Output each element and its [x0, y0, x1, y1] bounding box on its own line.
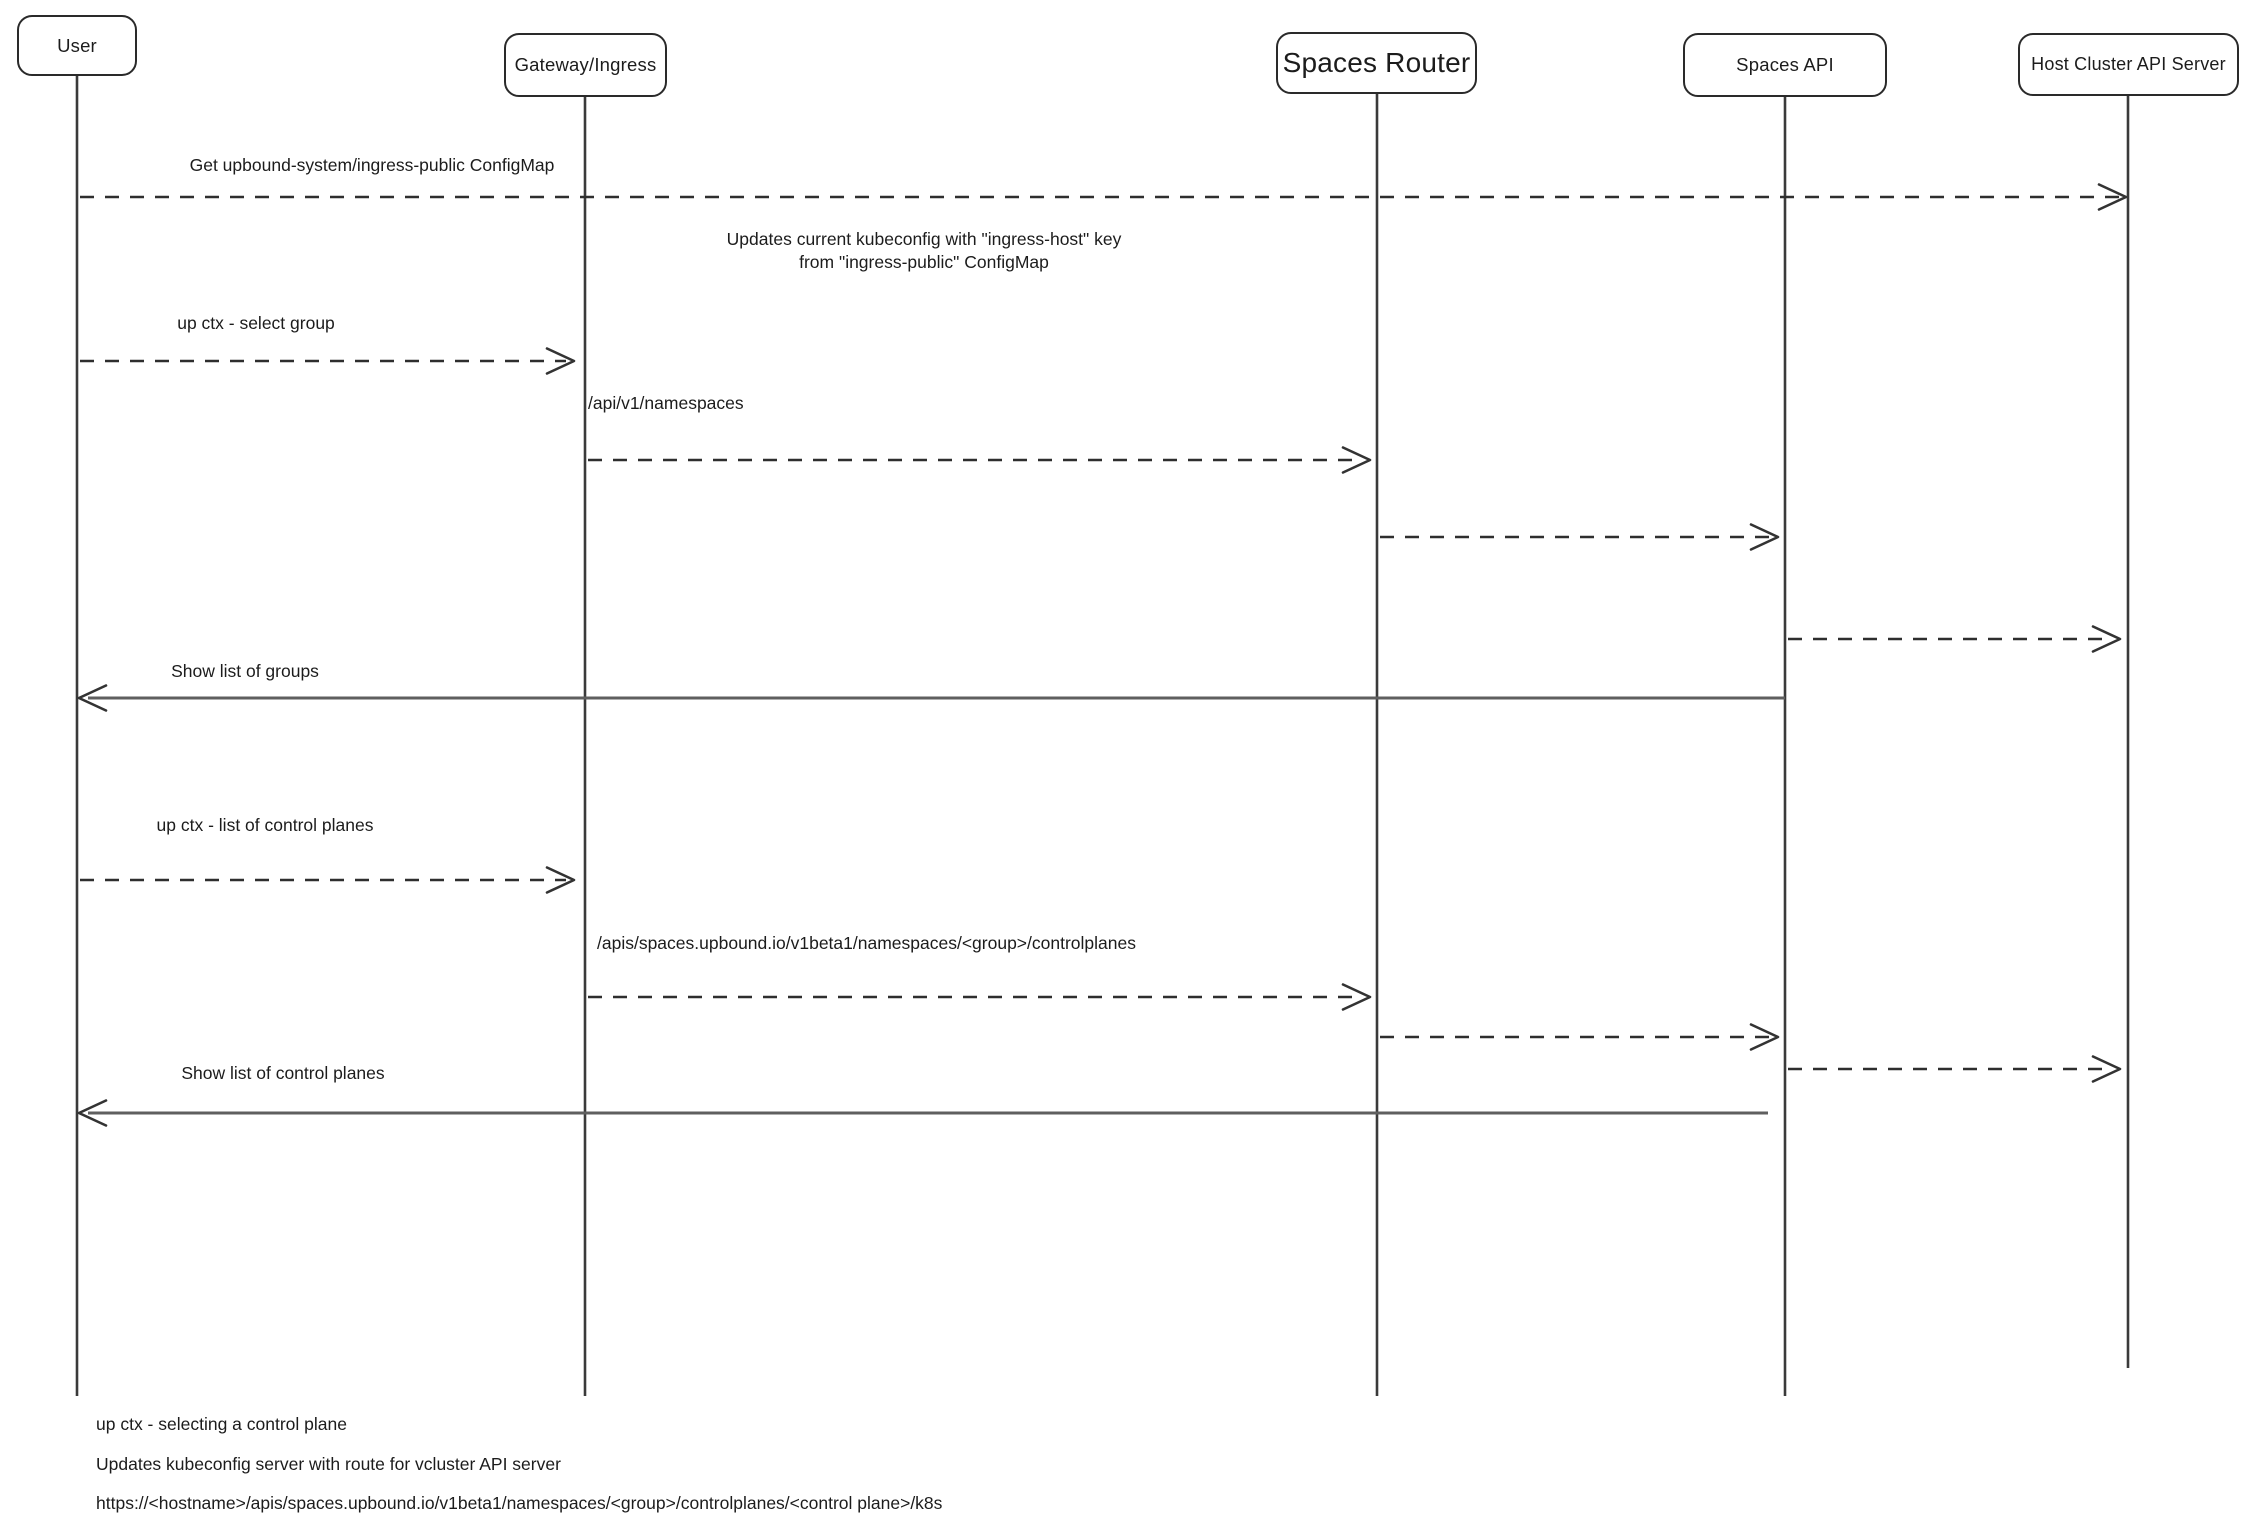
message-label-list-namespaces: /api/v1/namespaces: [588, 393, 744, 413]
kubeconfig-update-note: Updates current kubeconfig with "ingress…: [727, 228, 1122, 274]
actor-user-label: User: [57, 34, 97, 56]
message-arrow-router-forward-2: [1380, 1023, 1780, 1051]
message-arrow-router-forward-1: [1380, 523, 1780, 551]
message-arrow-list-controlplanes: [588, 983, 1372, 1011]
message-arrow-up-ctx-select-group: [80, 347, 576, 375]
actor-gateway-ingress-label: Gateway/Ingress: [514, 54, 657, 75]
footnote-vcluster-url: https://<hostname>/apis/spaces.upbound.i…: [96, 1493, 943, 1513]
message-label-get-configmap: Get upbound-system/ingress-public Config…: [189, 155, 555, 175]
message-arrow-list-namespaces: [588, 446, 1372, 474]
message-label-up-ctx-list-control-planes: up ctx - list of control planes: [156, 815, 374, 835]
message-arrow-show-groups: [77, 684, 1785, 712]
kubeconfig-update-note-line2: from "ingress-public" ConfigMap: [799, 252, 1049, 272]
actor-host-cluster-api-server-label: Host Cluster API Server: [2031, 54, 2226, 74]
message-arrow-api-forward-2: [1788, 1055, 2122, 1083]
message-arrow-api-forward-1: [1788, 625, 2122, 653]
actor-spaces-api: Spaces API: [1683, 33, 1887, 97]
actor-gateway-ingress: Gateway/Ingress: [504, 33, 667, 97]
actor-user: User: [17, 15, 137, 76]
actor-spaces-router-label: Spaces Router: [1282, 47, 1471, 78]
message-label-list-controlplanes: /apis/spaces.upbound.io/v1beta1/namespac…: [597, 933, 1136, 953]
message-label-up-ctx-select-group: up ctx - select group: [177, 313, 335, 333]
message-label-show-control-planes: Show list of control planes: [181, 1063, 385, 1083]
kubeconfig-update-note-line1: Updates current kubeconfig with "ingress…: [726, 229, 1122, 249]
actor-spaces-router: Spaces Router: [1276, 32, 1477, 94]
message-arrow-up-ctx-list-control-planes: [80, 866, 576, 894]
footnote-updates-kubeconfig-server: Updates kubeconfig server with route for…: [96, 1454, 561, 1474]
actor-spaces-api-label: Spaces API: [1736, 54, 1834, 75]
message-arrow-show-control-planes: [77, 1099, 1768, 1127]
message-label-show-groups: Show list of groups: [171, 661, 319, 681]
message-arrow-get-configmap: [80, 183, 2128, 211]
footnote-up-ctx-selecting-control-plane: up ctx - selecting a control plane: [96, 1414, 347, 1434]
actor-host-cluster-api-server: Host Cluster API Server: [2018, 33, 2239, 96]
